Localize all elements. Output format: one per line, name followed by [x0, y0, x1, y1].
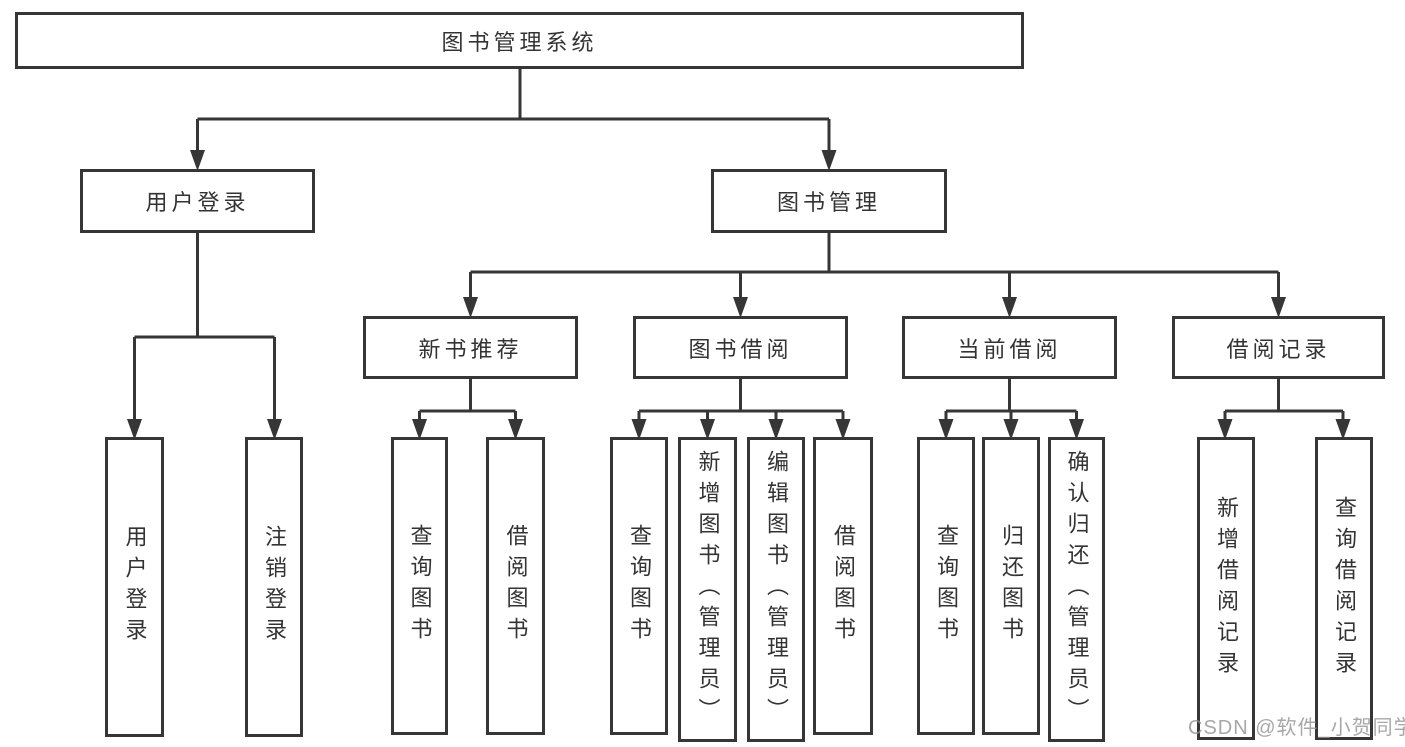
- node-ul-user-login-label: 用户登录: [122, 525, 148, 649]
- node-br-add-record: 新增借阅记录: [1197, 437, 1255, 740]
- node-br-add-record-label: 新增借阅记录: [1214, 495, 1239, 682]
- edge-newbookrec-branch: [418, 379, 517, 426]
- node-borrowing-records: 借阅记录: [1172, 316, 1385, 379]
- node-book-management: 图书管理: [711, 169, 947, 233]
- node-book-borrowing: 图书借阅: [633, 316, 848, 379]
- node-br-query-record-label: 查询借阅记录: [1332, 495, 1357, 682]
- node-bb-borrow-books: 借阅图书: [813, 437, 873, 735]
- node-nb-query-books-label: 查询图书: [407, 524, 433, 648]
- node-ul-user-login: 用户登录: [105, 437, 164, 737]
- node-root-label: 图书管理系统: [441, 29, 598, 55]
- node-nb-query-books: 查询图书: [391, 437, 448, 735]
- node-current-borrowing: 当前借阅: [902, 316, 1117, 379]
- edge-currentborrow-branch: [944, 379, 1078, 426]
- node-bb-borrow-books-label: 借阅图书: [831, 524, 856, 648]
- node-root: 图书管理系统: [15, 12, 1024, 69]
- node-cb-query-books: 查询图书: [917, 437, 975, 735]
- node-borrowing-records-label: 借阅记录: [1226, 336, 1331, 362]
- node-ul-logout: 注销登录: [245, 437, 303, 737]
- node-cb-confirm-return-admin: 确认归还（管理员）: [1048, 437, 1105, 742]
- node-cb-return-books: 归还图书: [982, 437, 1040, 735]
- node-ul-logout-label: 注销登录: [262, 525, 287, 649]
- edge-root-to-level2: [196, 69, 831, 155]
- edge-bookborrow-branch: [637, 379, 845, 426]
- watermark: CSDN @软件_小贺同学: [1188, 717, 1405, 739]
- node-bb-edit-books-admin: 编辑图书（管理员）: [747, 437, 805, 742]
- arrowheads: [127, 150, 1351, 440]
- node-bb-query-books-label: 查询图书: [627, 524, 652, 648]
- node-book-borrowing-label: 图书借阅: [688, 336, 793, 362]
- edge-userlogin-branch: [133, 233, 276, 426]
- edge-borrowrecords-branch: [1223, 379, 1345, 426]
- node-book-management-label: 图书管理: [776, 190, 881, 215]
- node-user-login-label: 用户登录: [145, 190, 250, 215]
- node-cb-query-books-label: 查询图书: [934, 524, 959, 648]
- node-new-book-recommend-label: 新书推荐: [418, 336, 523, 362]
- node-nb-borrow-books: 借阅图书: [486, 437, 545, 735]
- node-new-book-recommend: 新书推荐: [363, 316, 578, 379]
- node-current-borrowing-label: 当前借阅: [957, 336, 1062, 362]
- node-cb-confirm-return-admin-label: 确认归还（管理员）: [1064, 450, 1090, 729]
- node-cb-return-books-label: 归还图书: [999, 524, 1024, 648]
- node-user-login: 用户登录: [80, 169, 315, 233]
- node-bb-query-books: 查询图书: [610, 437, 668, 735]
- edge-bookmgmt-to-level3: [469, 233, 1280, 302]
- node-bb-edit-books-admin-label: 编辑图书（管理员）: [764, 450, 789, 729]
- node-nb-borrow-books-label: 借阅图书: [503, 524, 529, 648]
- node-br-query-record: 查询借阅记录: [1315, 437, 1373, 740]
- node-bb-add-books-admin: 新增图书（管理员）: [678, 437, 737, 742]
- node-bb-add-books-admin-label: 新增图书（管理员）: [695, 450, 721, 729]
